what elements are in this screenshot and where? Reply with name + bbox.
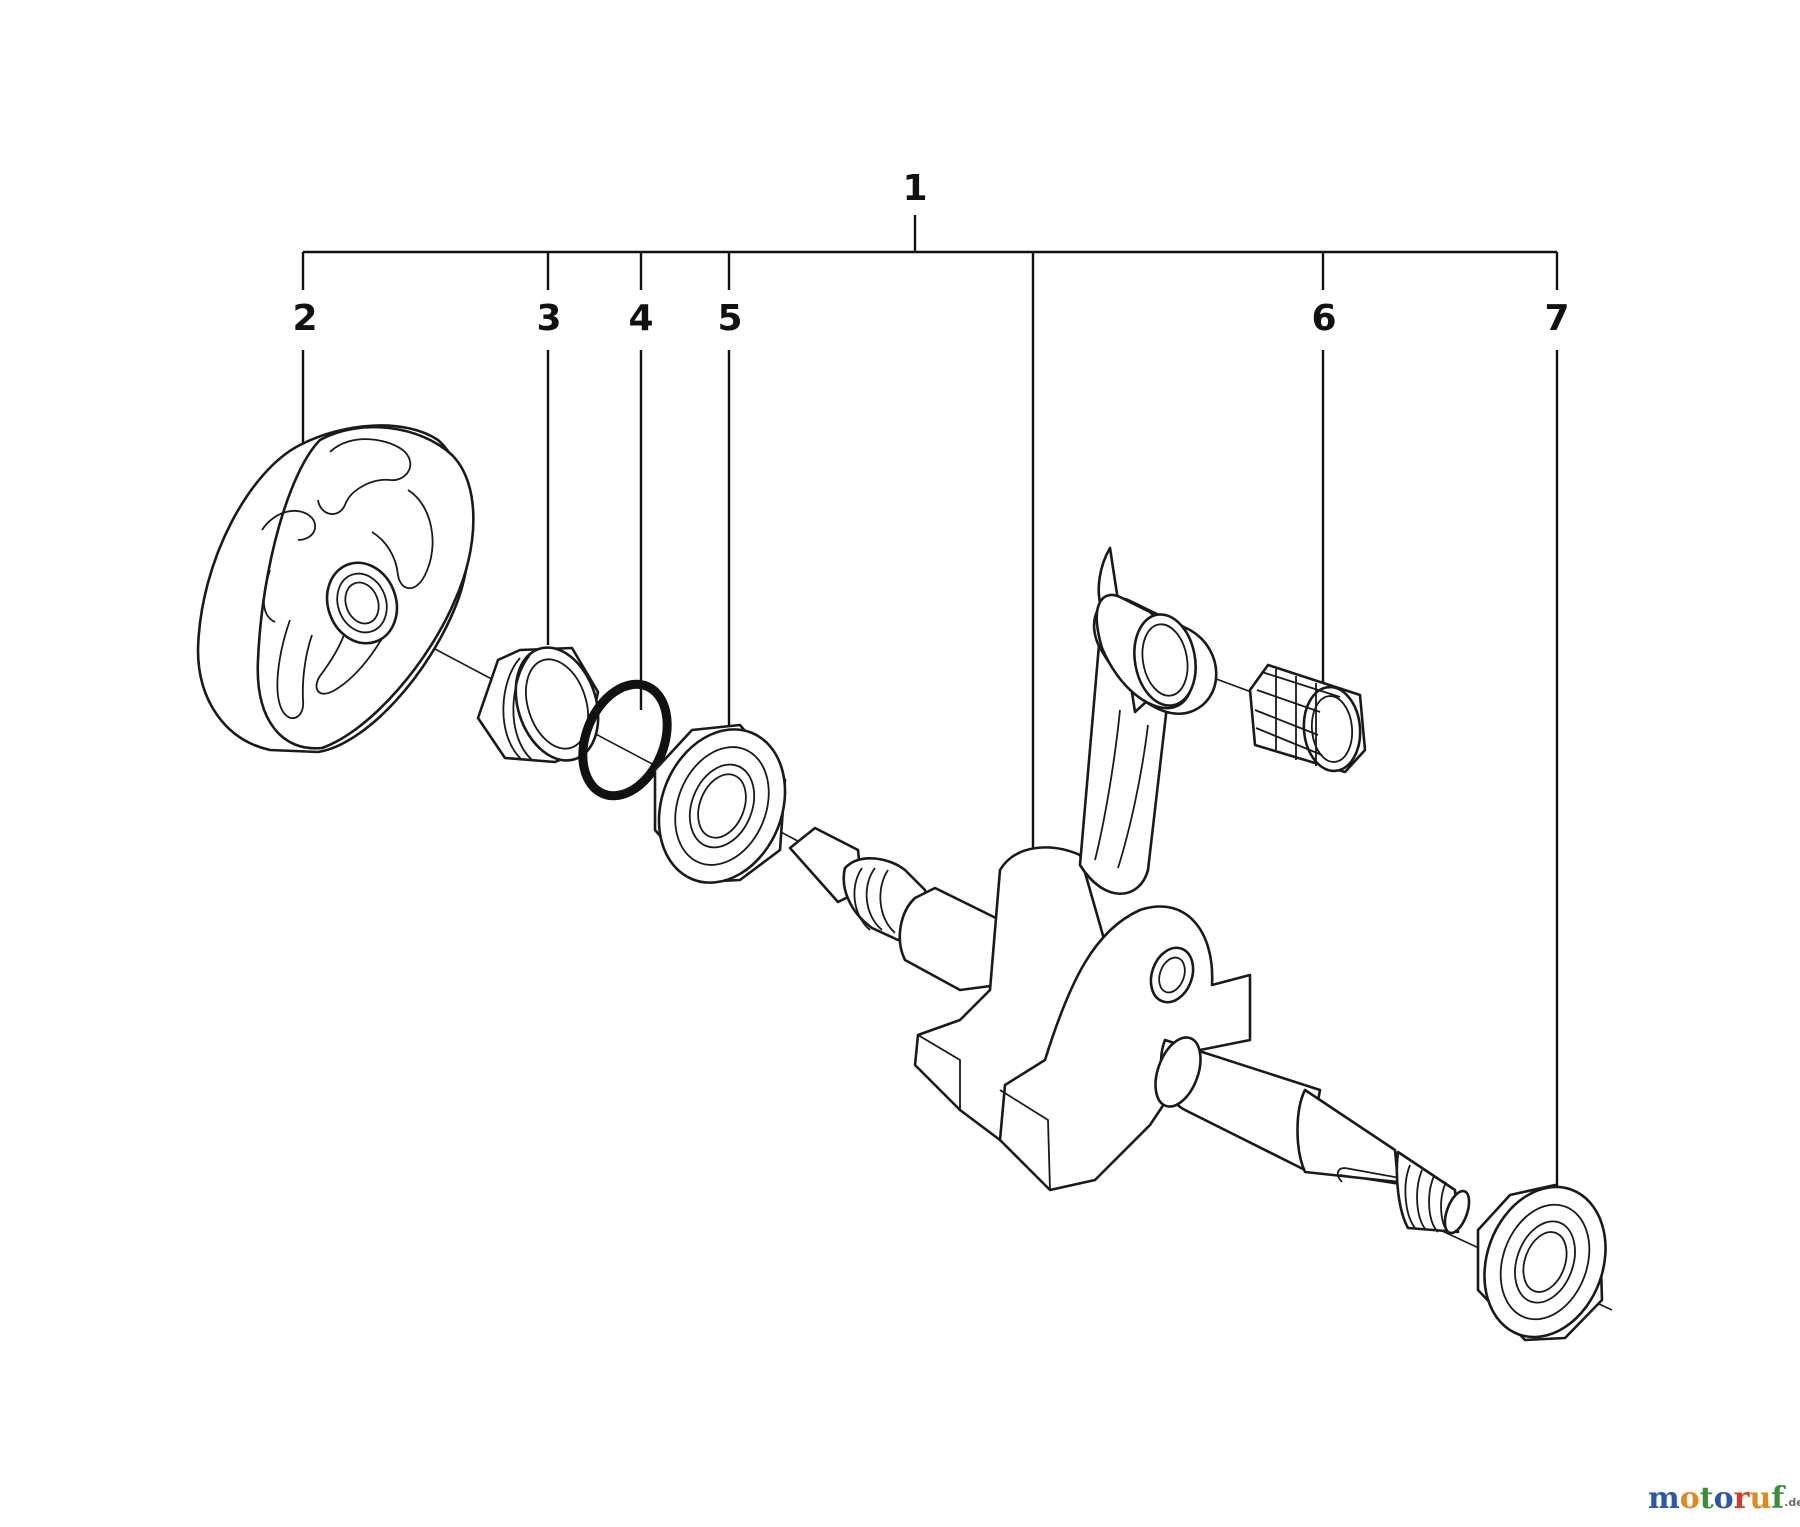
watermark-letter: u bbox=[1749, 1481, 1771, 1516]
callout-4: 4 bbox=[628, 298, 653, 339]
callout-5: 5 bbox=[717, 298, 742, 339]
callout-2: 2 bbox=[292, 298, 317, 339]
watermark-letter: m bbox=[1648, 1481, 1680, 1516]
callout-7: 7 bbox=[1544, 298, 1569, 339]
watermark-letter: r bbox=[1734, 1481, 1751, 1516]
sleeve-part bbox=[476, 646, 600, 764]
needle-bearing-part bbox=[1248, 663, 1367, 774]
watermark-letter: o bbox=[1680, 1481, 1700, 1516]
watermark-tld: .de bbox=[1784, 1496, 1800, 1509]
callout-1: 1 bbox=[902, 168, 927, 209]
watermark-letter: o bbox=[1714, 1481, 1734, 1516]
o-ring-part bbox=[578, 679, 672, 801]
bearing-part-right bbox=[1476, 1183, 1607, 1342]
callout-labels: 1 2 3 4 5 6 7 bbox=[292, 168, 1569, 339]
watermark-letter: t bbox=[1700, 1481, 1714, 1516]
crankshaft-assembly bbox=[788, 546, 1471, 1235]
bearing-part-left bbox=[653, 723, 787, 884]
clutch-part bbox=[196, 424, 475, 754]
watermark-letter: f bbox=[1771, 1481, 1786, 1516]
callout-6: 6 bbox=[1311, 298, 1336, 339]
callout-3: 3 bbox=[536, 298, 561, 339]
callout-leader-lines bbox=[301, 215, 1559, 1190]
motoruf-watermark: motoruf.de bbox=[1648, 1481, 1800, 1516]
watermark-text: motoruf.de bbox=[1648, 1481, 1800, 1516]
